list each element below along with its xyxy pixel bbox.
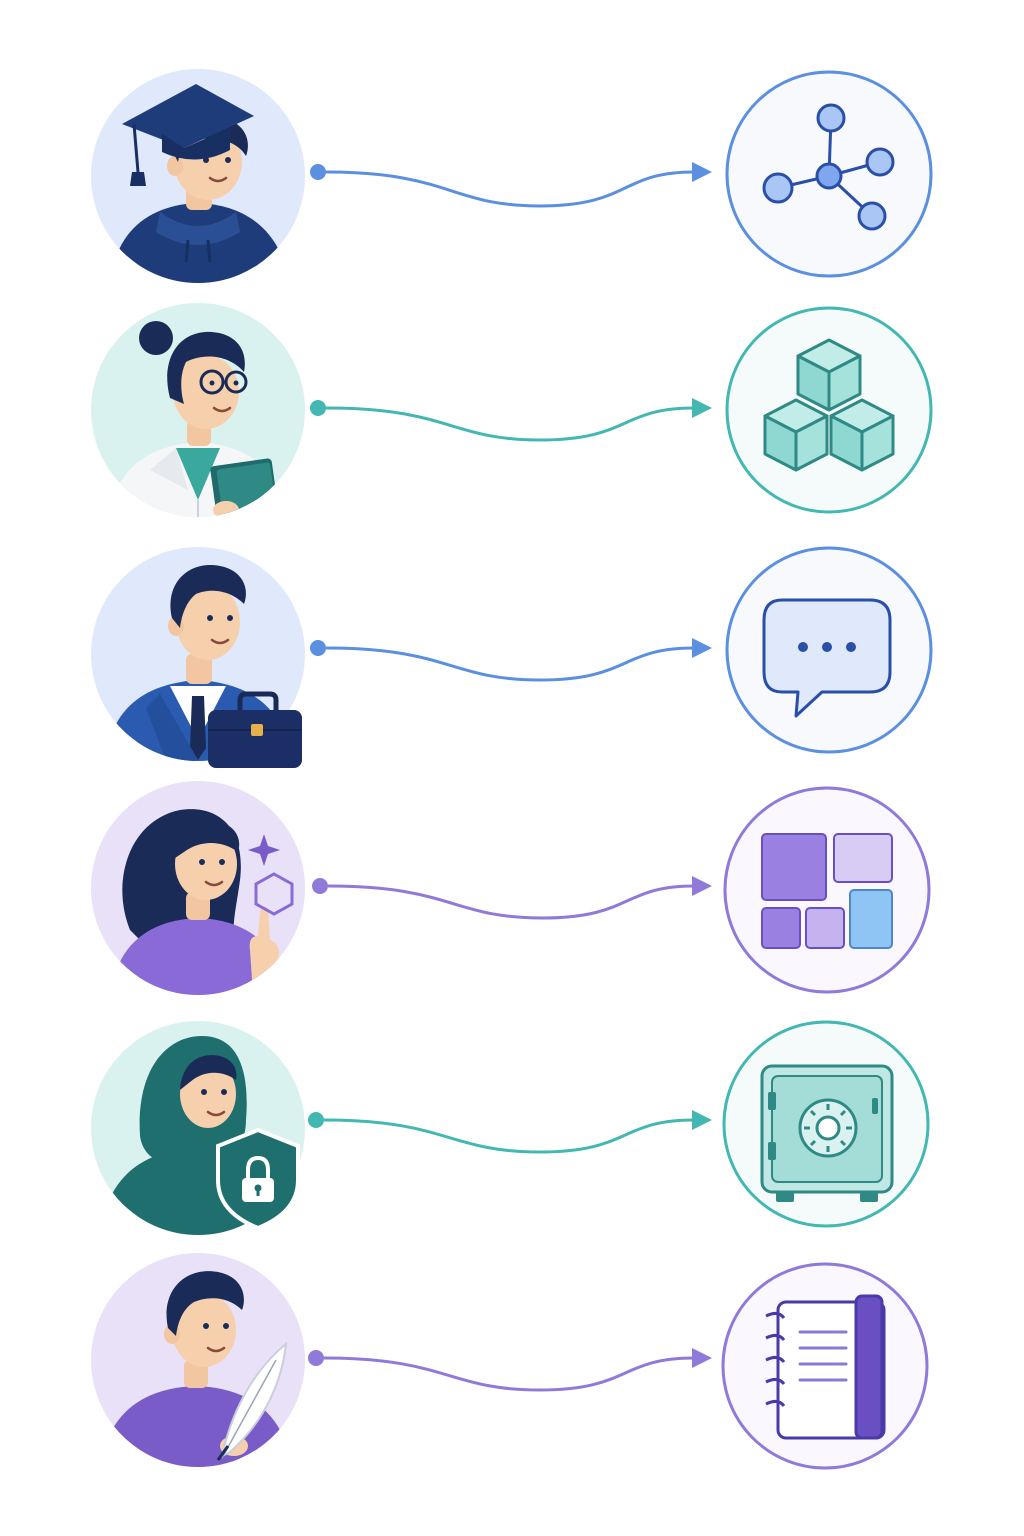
connector-line [308,1110,712,1154]
flow-row-designer [91,781,931,995]
flow-row-security [91,1020,930,1235]
flow-row-graduate [91,69,933,283]
avatar-business-professional [91,547,305,768]
avatar-writer [91,1253,305,1467]
connector-line [310,398,712,442]
book-icon [210,458,280,517]
flow-row-researcher [91,303,933,517]
quill-feather-icon [216,1341,288,1461]
cube-blocks-icon [763,338,895,472]
network-graph-icon [762,103,895,231]
target-notebook [721,1262,929,1470]
target-network [725,70,933,278]
avatar-graduate-student [91,69,305,283]
connector-line [310,638,712,682]
connector-line [308,1348,712,1392]
shield-lock-icon [216,1127,300,1231]
briefcase-icon [208,691,302,768]
flow-row-writer [91,1253,929,1470]
vault-safe-icon [760,1064,894,1202]
avatar-creative-designer [91,781,305,995]
target-chat [725,546,933,754]
flow-row-business [91,546,933,768]
notebook-icon [765,1294,886,1440]
target-layout [723,786,931,994]
connector-line [310,162,712,208]
avatar-security-specialist [91,1021,305,1235]
connector-line [312,876,712,920]
hexagon-outline-icon [254,872,294,916]
graduation-cap-icon [122,84,254,186]
layout-grid-icon [761,833,893,949]
sparkle-icon [248,834,280,866]
avatar-researcher [91,303,305,517]
chat-bubble-icon [762,598,892,718]
target-blocks [725,306,933,514]
target-vault [722,1020,930,1228]
